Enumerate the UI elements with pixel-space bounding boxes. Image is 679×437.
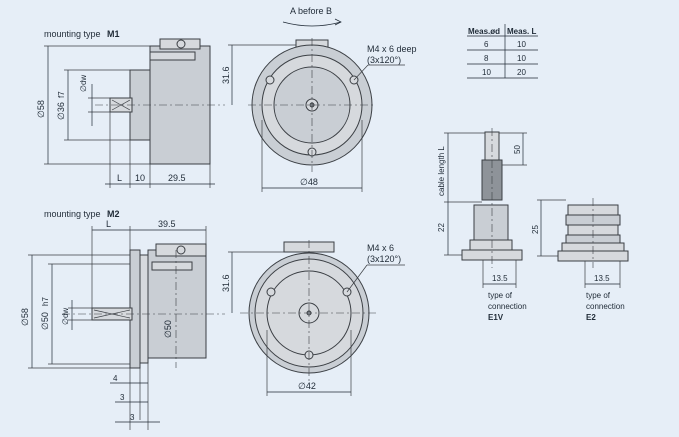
table-cell: 10: [482, 68, 491, 77]
dimension-table: Meas.ød Meas. L 6 10 8 10 10 20: [467, 24, 538, 79]
m1-shaft-hatch: [111, 99, 131, 111]
m4-angle: (3x120°): [367, 254, 401, 264]
m2-side-view: mounting type M2 ∅58 ∅50 h7 ∅dw ∅50 L 39…: [20, 209, 225, 430]
m1-d58-label: ∅58: [36, 100, 46, 118]
m1-dw-label: ∅dw: [79, 75, 88, 92]
m2-front-view: 31.6 ∅42 M4 x 6 (3x120°): [221, 240, 405, 396]
e1v-code: E1V: [488, 313, 504, 322]
table-header-0: Meas.ød: [468, 27, 500, 36]
m1-side-view: mounting type M1 ∅58 ∅36 f7 ∅dw L 10: [36, 29, 225, 188]
m1-body-groove: [149, 51, 196, 61]
e2-line1: type of: [586, 291, 611, 300]
e2-25-label: 25: [531, 225, 540, 234]
m1-d36-fit: f7: [57, 91, 66, 98]
m2-front-316-label: 31.6: [221, 274, 231, 292]
connection-e1v: cable length L 22 50 13.5 type of connec…: [437, 128, 527, 322]
m2-395-label: 39.5: [158, 219, 176, 229]
m2-front-d42-label: ∅42: [298, 381, 316, 391]
front-316-label: 31.6: [221, 66, 231, 84]
e2-line2: connection: [586, 302, 625, 311]
m4-deep-label: M4 x 6 deep: [367, 44, 417, 54]
front-hole-1: [265, 75, 275, 85]
m2-3a-label: 3: [120, 393, 125, 402]
e1v-line2: connection: [488, 302, 527, 311]
m1-L-label: L: [117, 173, 122, 183]
table-cell: 8: [484, 54, 489, 63]
m2-title-code: M2: [107, 209, 120, 219]
m1-title-code: M1: [107, 29, 120, 39]
e1v-line1: type of: [488, 291, 513, 300]
m1-connector-screw: [176, 39, 186, 49]
front-d48-label: ∅48: [300, 177, 318, 187]
e1v-22-label: 22: [437, 223, 446, 232]
table-header-1: Meas. L: [507, 27, 536, 36]
m1-10-label: 10: [135, 173, 145, 183]
e1v-135-label: 13.5: [492, 274, 508, 283]
e1v-50-label: 50: [513, 145, 522, 154]
m4-deep-angle: (3x120°): [367, 55, 401, 65]
m2-title-prefix: mounting type: [44, 209, 101, 219]
m2-d50-label: ∅50: [40, 312, 50, 330]
m2-3b-label: 3: [130, 413, 135, 422]
m2-d50-body-label: ∅50: [163, 320, 173, 338]
m4-label: M4 x 6: [367, 243, 394, 253]
table-cell: 20: [517, 68, 526, 77]
e2-code: E2: [586, 313, 596, 322]
m1-title-prefix: mounting type: [44, 29, 101, 39]
view-direction-arrow: [282, 21, 342, 27]
cable-length-label: cable length L: [437, 146, 446, 196]
table-cell: 10: [517, 40, 526, 49]
m2-d58-label: ∅58: [20, 308, 30, 326]
m1-front-view: A before B 31.6 ∅48 M4 x 6 deep (3x120°): [221, 6, 417, 192]
m2-L-label: L: [106, 219, 111, 229]
view-direction-label: A before B: [290, 6, 332, 16]
e2-135-label: 13.5: [594, 274, 610, 283]
connection-e2: 25 13.5 type of connection E2: [531, 198, 629, 322]
m1-295-label: 29.5: [168, 173, 186, 183]
m1-d36-label: ∅36: [56, 102, 66, 120]
m2-dw-label: ∅dw: [61, 308, 70, 325]
m2-4-label: 4: [113, 374, 118, 383]
table-cell: 10: [517, 54, 526, 63]
m2-flange-step: [139, 254, 149, 364]
m2-d50-fit: h7: [41, 297, 50, 306]
table-cell: 6: [484, 40, 489, 49]
